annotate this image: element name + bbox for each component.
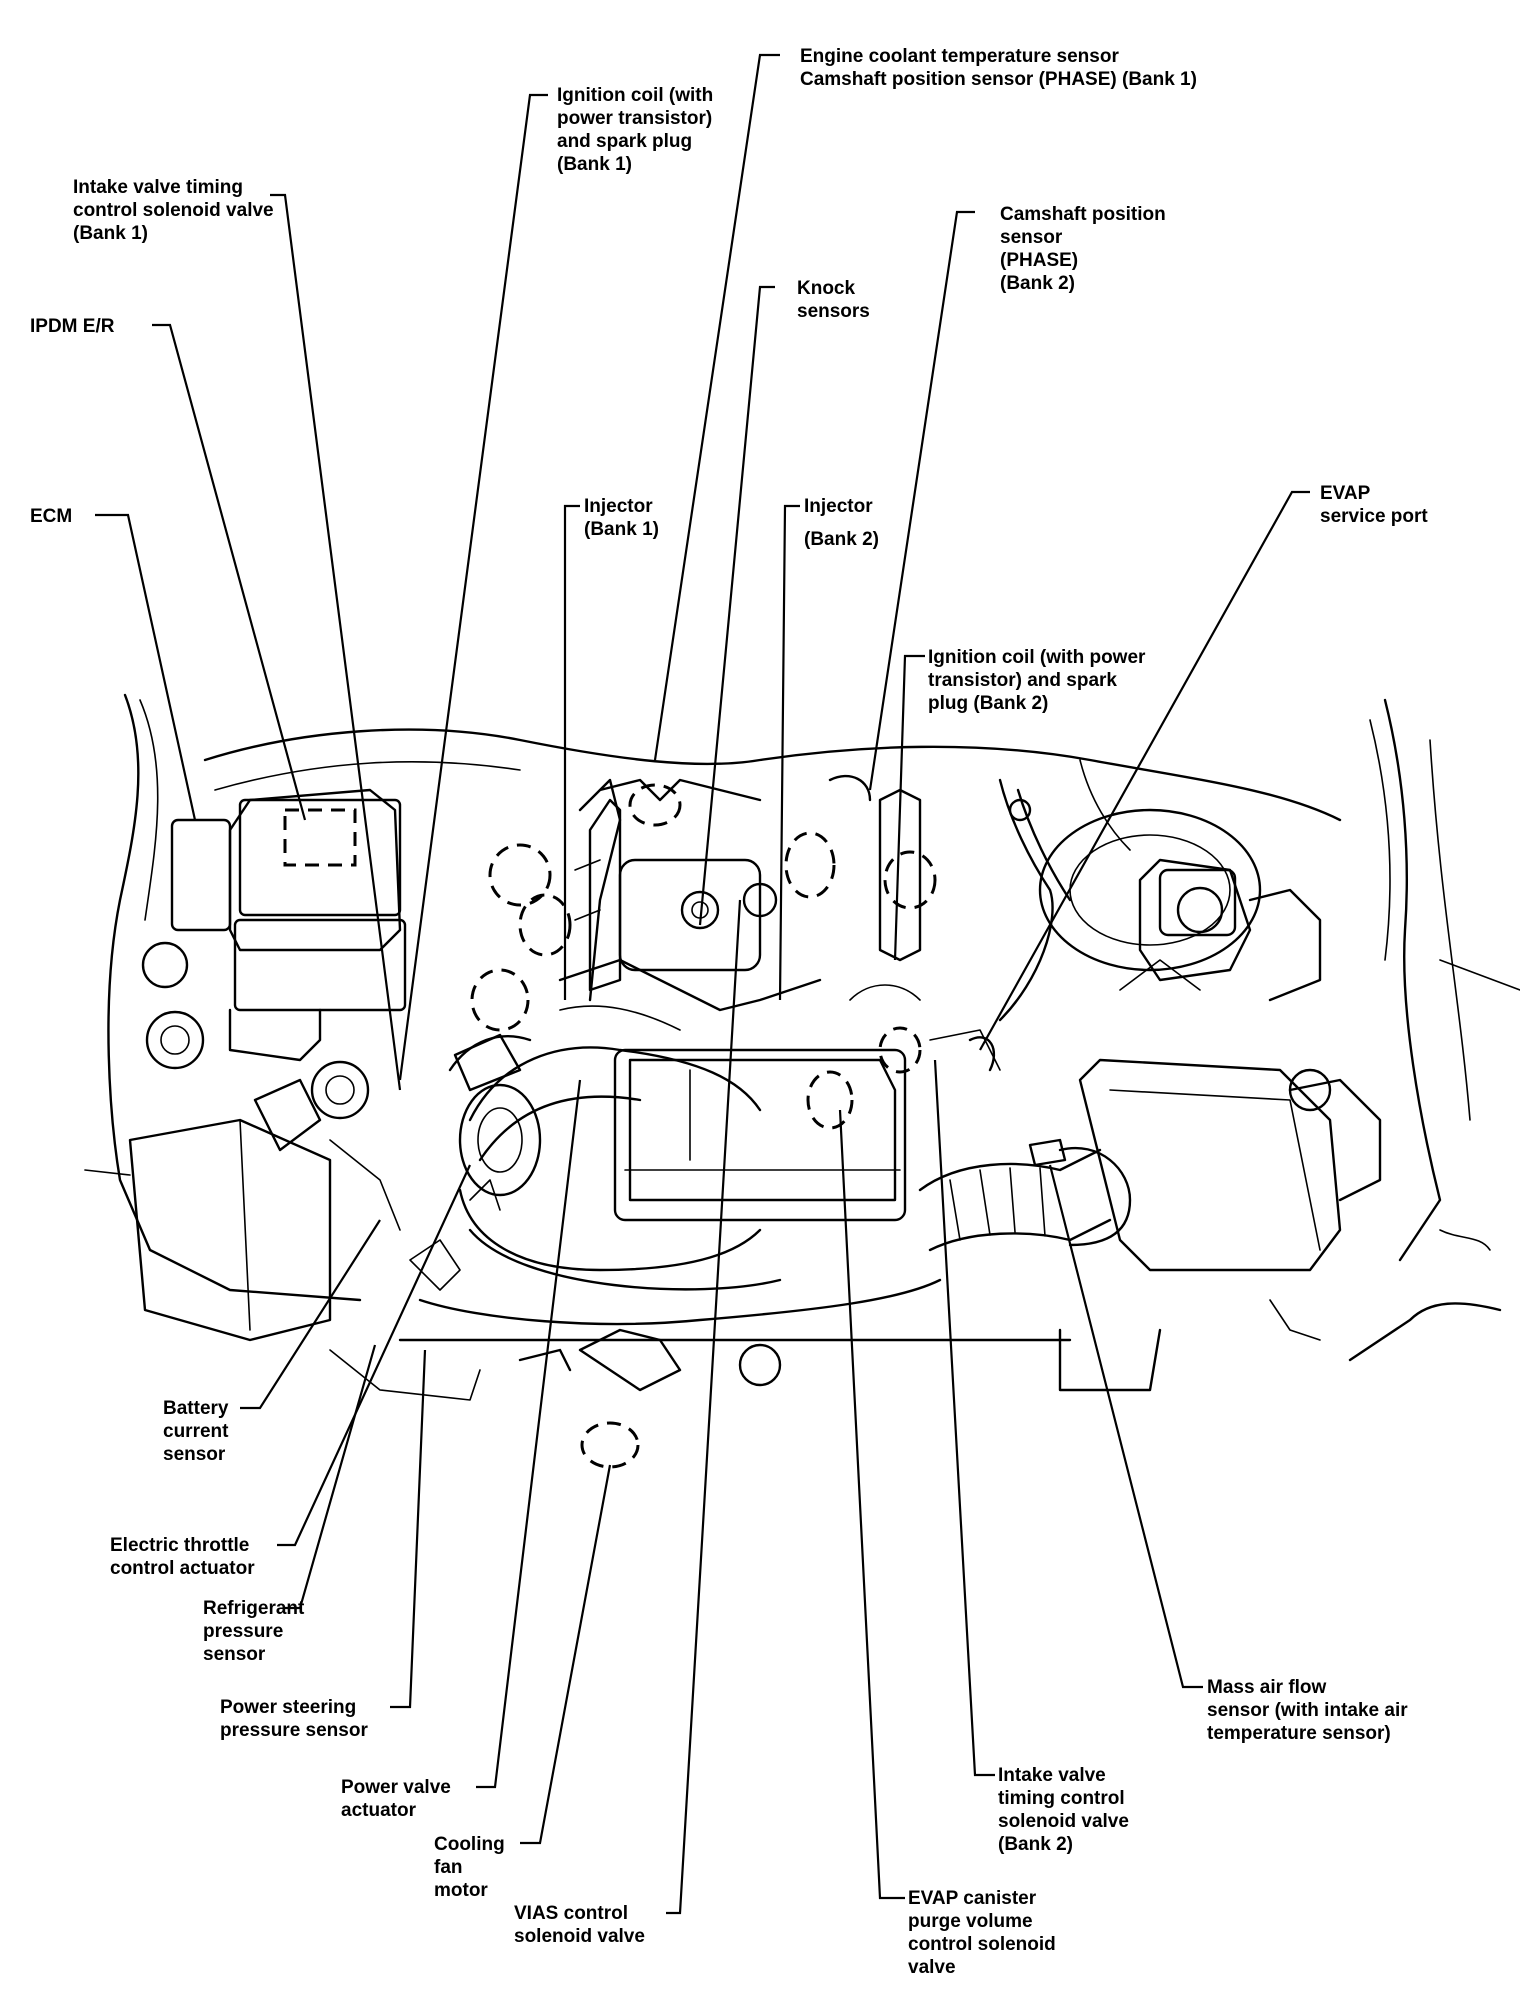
label-camshaft-position-bank2: Camshaft position sensor (PHASE) (Bank 2… [1000,204,1171,294]
label-mass-air-flow-sensor: Mass air flow sensor (with intake air te… [1207,1677,1413,1744]
label-injector-bank1: Injector (Bank 1) [584,496,659,540]
label-electric-throttle-actuator: Electric throttle control actuator [110,1535,255,1579]
label-refrigerant-pressure-sensor: Refrigerant pressure sensor [203,1598,310,1665]
label-intake-valve-timing-bank2: Intake valve timing control solenoid val… [998,1765,1134,1855]
label-ipdm-er: IPDM E/R [30,316,115,337]
leader-lines [95,53,1310,1915]
label-ecm: ECM [30,506,72,527]
label-evap-service-port: EVAP service port [1320,483,1428,527]
label-ignition-coil-bank2: Ignition coil (with power transistor) an… [928,647,1151,714]
label-battery-current-sensor: Battery current sensor [163,1398,234,1465]
label-engine-coolant-temp-sensor: Engine coolant temperature sensor Camsha… [800,46,1197,90]
label-power-steering-pressure-sensor: Power steering pressure sensor [220,1697,368,1741]
label-injector-bank2: Injector (Bank 2) [804,496,879,550]
label-ignition-coil-bank1: Ignition coil (with power transistor) an… [557,85,718,175]
label-vias-control-solenoid-valve: VIAS control solenoid valve [514,1903,645,1947]
component-labels: Engine coolant temperature sensor Camsha… [30,46,1428,1978]
label-knock-sensors: Knock sensors [797,278,870,322]
label-intake-valve-timing-bank1: Intake valve timing control solenoid val… [73,177,279,244]
label-evap-canister-purge-valve: EVAP canister purge volume control solen… [908,1888,1061,1978]
label-power-valve-actuator: Power valve actuator [341,1777,456,1821]
label-cooling-fan-motor: Cooling fan motor [434,1834,510,1901]
engine-compartment-drawing [84,693,1520,1469]
